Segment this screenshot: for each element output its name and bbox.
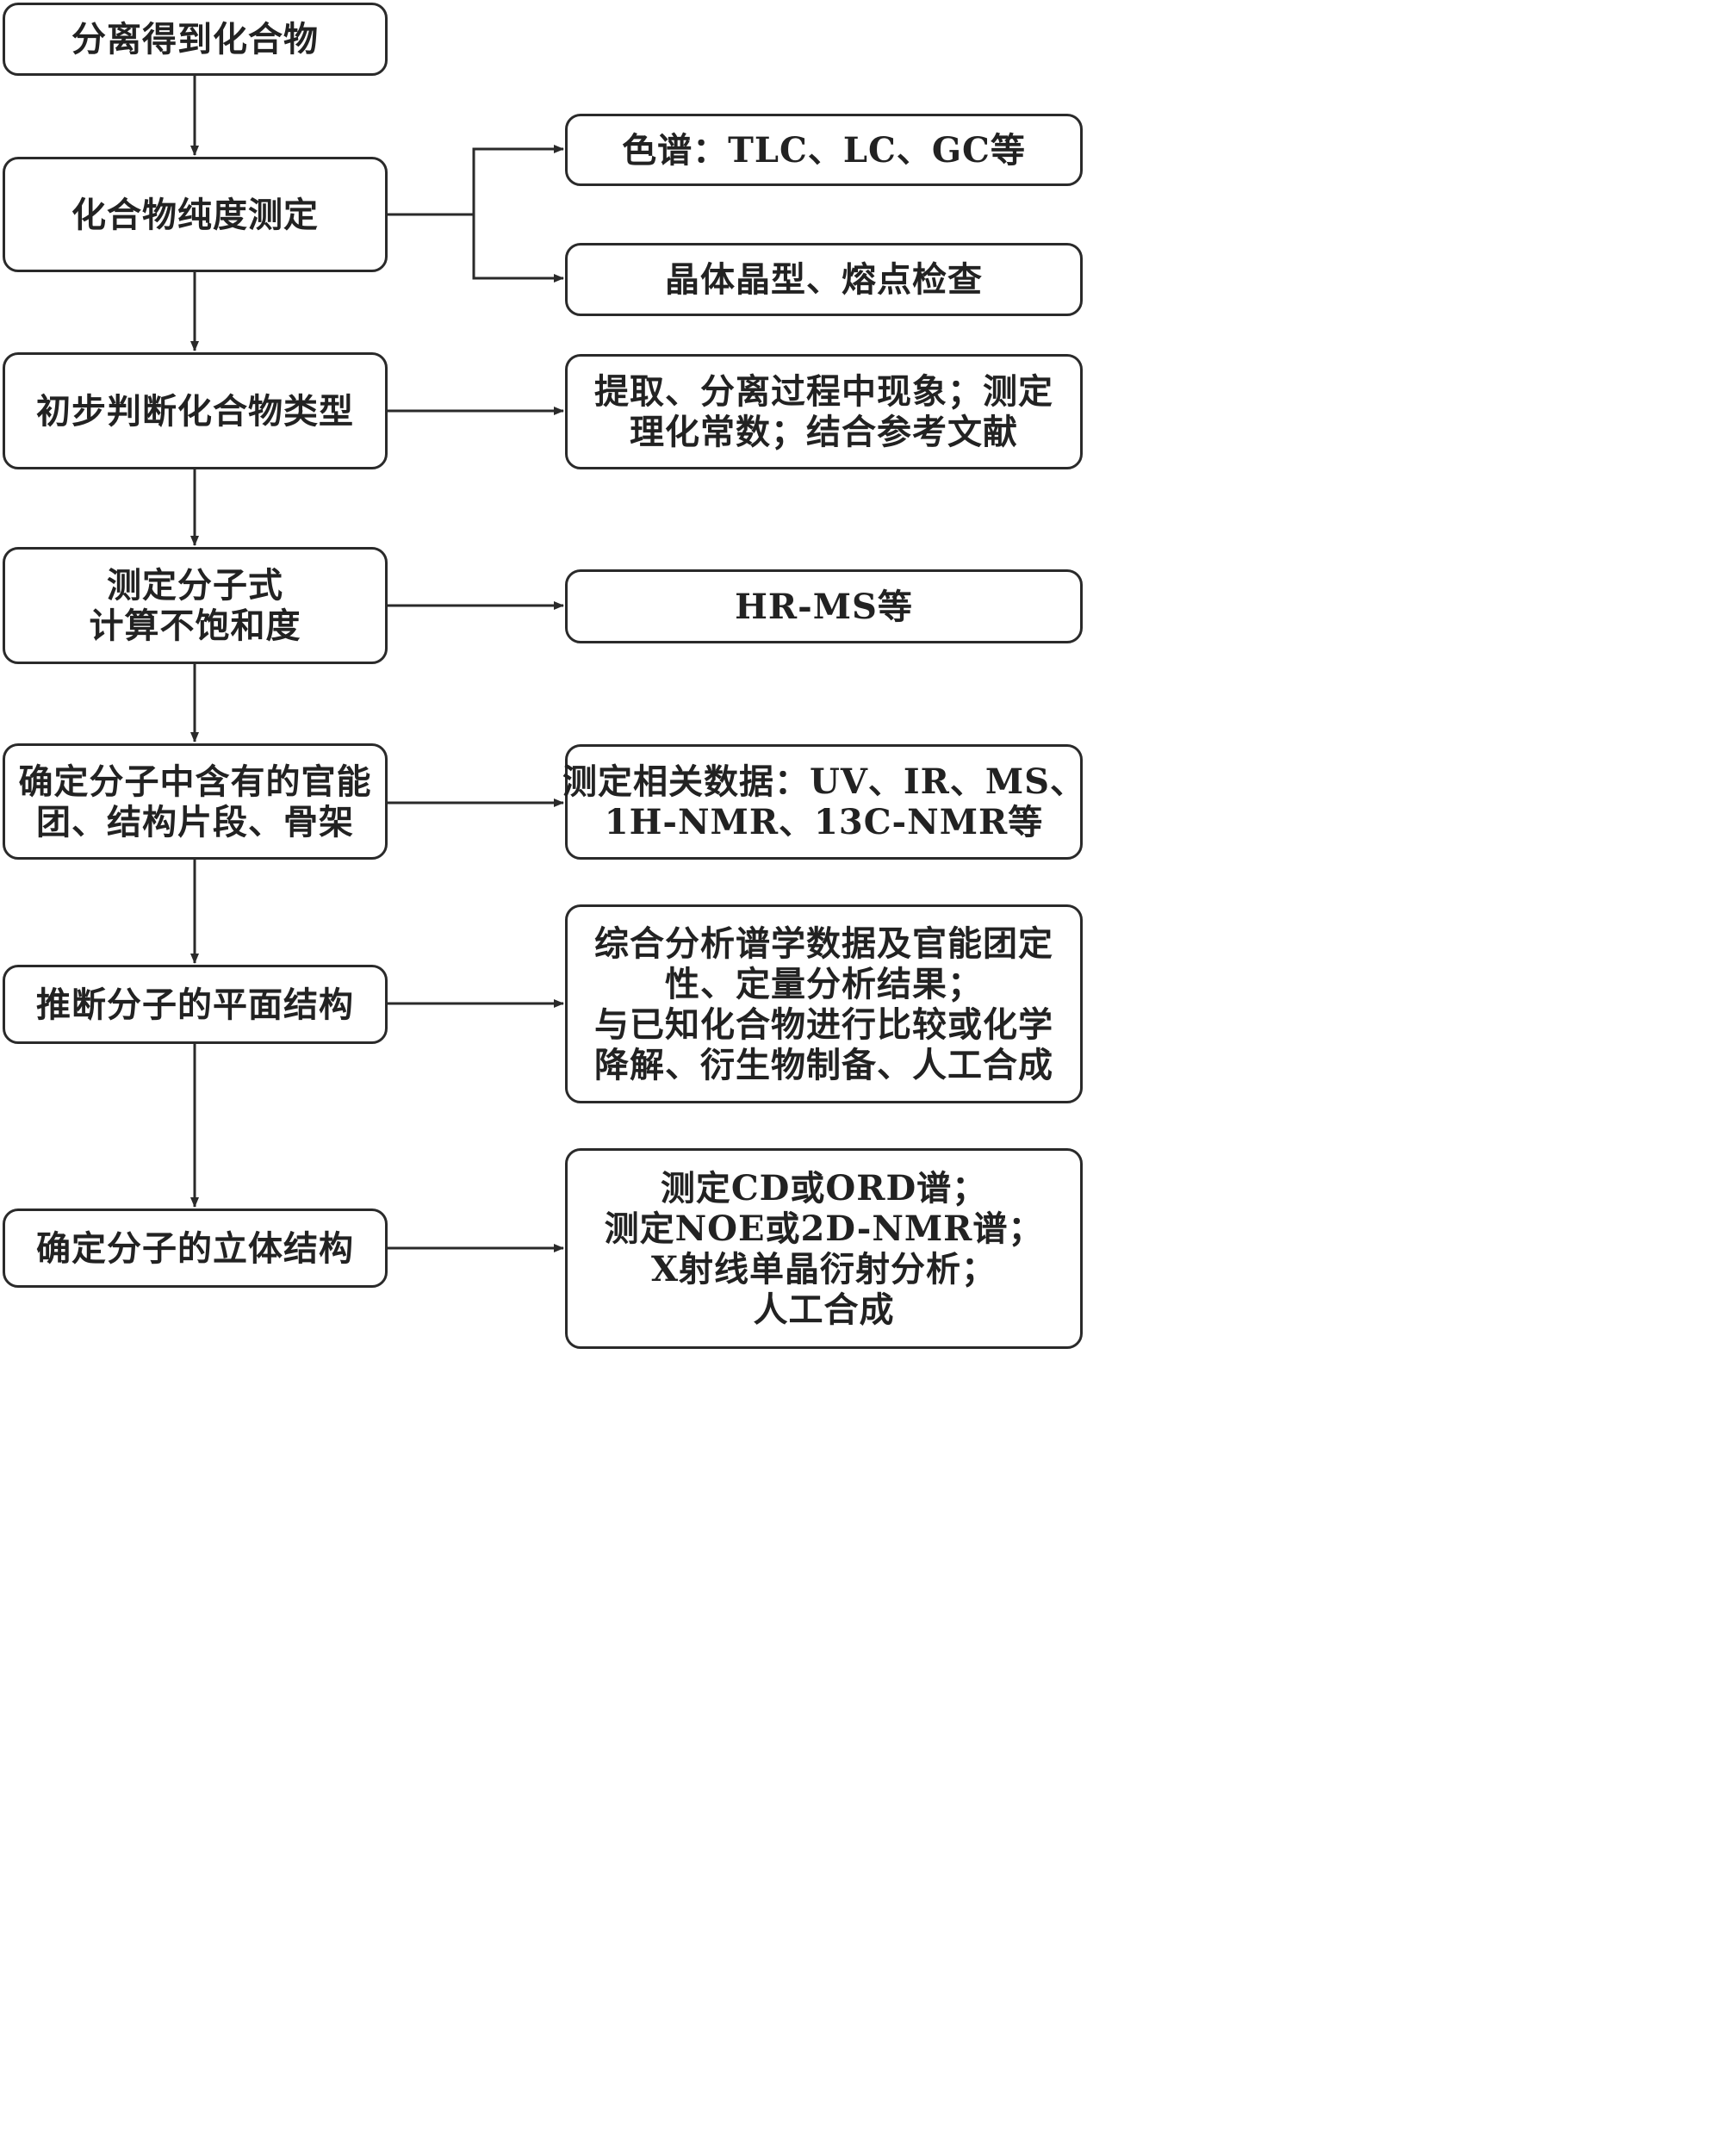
method-text: 性、定量分析结果； xyxy=(665,963,983,1004)
branch-connector-purity xyxy=(388,145,564,216)
step-text: 分离得到化合物 xyxy=(71,19,319,59)
method-text: X射线单晶衍射分析； xyxy=(650,1248,997,1289)
method-text: 晶体晶型、熔点检查 xyxy=(665,259,983,300)
step-text: 推断分子的平面结构 xyxy=(36,984,354,1025)
method-text: 提取、分离过程中现象；测定 xyxy=(594,371,1053,412)
method-text: HR-MS等 xyxy=(735,586,913,627)
method-text: 测定相关数据：UV、IR、MS、 xyxy=(562,761,1086,802)
connector-arrows xyxy=(190,76,564,1252)
step-planar-structure: 推断分子的平面结构 xyxy=(3,965,388,1044)
step-molecular-formula: 测定分子式 计算不饱和度 xyxy=(3,547,388,664)
method-text: 综合分析谱学数据及官能团定 xyxy=(594,923,1053,964)
step-text: 初步判断化合物类型 xyxy=(36,390,354,432)
branch-connector-crystal xyxy=(472,214,564,283)
method-chromatography: 色谱：TLC、LC、GC等 xyxy=(565,114,1083,186)
method-text: 理化常数；结合参考文献 xyxy=(630,412,1018,452)
method-text: 人工合成 xyxy=(753,1289,895,1330)
method-physicochemical: 提取、分离过程中现象；测定 理化常数；结合参考文献 xyxy=(565,354,1083,469)
method-crystal-melting-point: 晶体晶型、熔点检查 xyxy=(565,243,1083,316)
method-spectral-data: 测定相关数据：UV、IR、MS、 1H-NMR、13C-NMR等 xyxy=(562,744,1086,860)
step-text: 测定分子式 xyxy=(107,565,283,606)
method-comprehensive-analysis: 综合分析谱学数据及官能团定 性、定量分析结果； 与已知化合物进行比较或化学 降解… xyxy=(565,904,1083,1103)
step-preliminary-type: 初步判断化合物类型 xyxy=(3,352,388,469)
step-stereo-structure: 确定分子的立体结构 xyxy=(3,1208,388,1288)
method-stereo-analysis: 测定CD或ORD谱； 测定NOE或2D-NMR谱； X射线单晶衍射分析； 人工合… xyxy=(565,1148,1083,1349)
step-text: 团、结构片段、骨架 xyxy=(36,801,354,842)
step-purity-test: 化合物纯度测定 xyxy=(3,157,388,272)
step-text: 化合物纯度测定 xyxy=(71,194,319,235)
method-hrms: HR-MS等 xyxy=(565,569,1083,643)
step-text: 确定分子的立体结构 xyxy=(36,1227,354,1269)
method-text: 降解、衍生物制备、人工合成 xyxy=(594,1044,1053,1085)
method-text: 与已知化合物进行比较或化学 xyxy=(594,1003,1053,1045)
method-text: 1H-NMR、13C-NMR等 xyxy=(604,802,1044,842)
step-text: 确定分子中含有的官能 xyxy=(18,761,372,802)
method-text: 测定NOE或2D-NMR谱； xyxy=(604,1208,1044,1249)
method-text: 测定CD或ORD谱； xyxy=(660,1167,988,1208)
method-text: 色谱：TLC、LC、GC等 xyxy=(622,129,1026,171)
step-functional-groups: 确定分子中含有的官能 团、结构片段、骨架 xyxy=(3,743,388,860)
step-isolate-compound: 分离得到化合物 xyxy=(3,3,388,76)
step-text: 计算不饱和度 xyxy=(89,606,301,646)
